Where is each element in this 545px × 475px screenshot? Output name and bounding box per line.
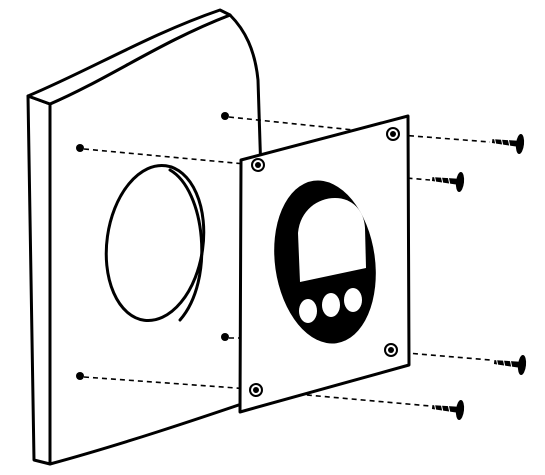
screw-top-right [491, 134, 525, 154]
thermostat-button-right [344, 288, 362, 312]
guide-line-3b [394, 351, 491, 361]
screw-top-left [431, 172, 465, 192]
thermostat [274, 180, 376, 344]
wall-screw-holes [76, 112, 229, 380]
wall-hole-top-left [76, 144, 84, 152]
thermostat-display [298, 198, 366, 282]
guide-line-1b [399, 134, 491, 143]
wall-hole-bottom-left [76, 372, 84, 380]
plate-hole-bottom-right-center [388, 347, 394, 353]
plate-hole-top-right-center [390, 131, 396, 137]
guide-line-2 [83, 148, 257, 166]
thermostat-button-middle [322, 293, 340, 317]
screws [431, 134, 527, 420]
wall-edge [26, 94, 52, 466]
thermostat-button-left [299, 299, 317, 323]
plate-hole-bottom-left-center [253, 387, 259, 393]
wall-hole-top-right [221, 112, 229, 120]
wall-top-edge [26, 8, 232, 106]
wall-hole [104, 163, 206, 323]
wall-hole-bottom-right [221, 333, 229, 341]
plate-hole-top-left-center [255, 162, 261, 168]
screw-bottom-left [431, 400, 465, 420]
guide-line-4 [83, 376, 251, 390]
screw-bottom-right [493, 355, 527, 375]
hole-depth [168, 168, 204, 322]
